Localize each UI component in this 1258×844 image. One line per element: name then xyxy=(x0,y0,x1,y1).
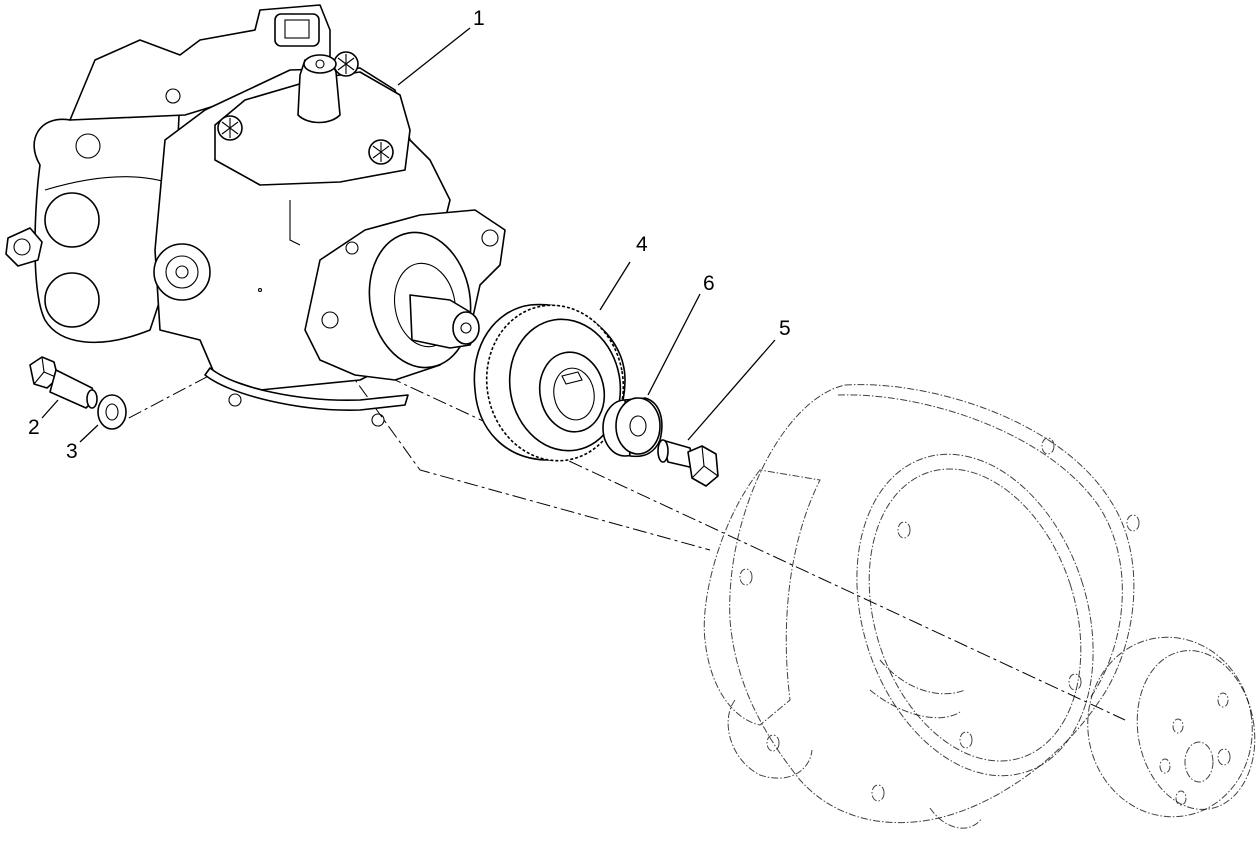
hex-bolt-icon xyxy=(29,356,98,409)
callout-5: 5 xyxy=(779,317,791,340)
leader-2 xyxy=(41,399,59,419)
hydraulic-pump-assembly-icon xyxy=(5,4,506,427)
hex-bolt-icon xyxy=(657,439,719,487)
mounting-housing-icon xyxy=(703,384,1140,829)
leader-3 xyxy=(79,424,99,443)
callout-3: 3 xyxy=(66,440,78,463)
spur-gear-icon xyxy=(473,303,626,462)
leader-lines xyxy=(41,27,776,443)
callout-1: 1 xyxy=(473,7,485,30)
leader-1 xyxy=(397,27,471,86)
callout-4: 4 xyxy=(636,233,648,256)
leader-6 xyxy=(647,293,701,396)
leader-4 xyxy=(599,261,631,311)
callout-6: 6 xyxy=(703,272,715,295)
spacer-icon xyxy=(602,397,663,458)
callout-labels: 1 2 3 4 6 5 xyxy=(28,7,791,463)
washer-icon xyxy=(97,394,127,430)
gear-cover-icon xyxy=(1087,636,1256,818)
callout-2: 2 xyxy=(28,416,40,439)
leader-5 xyxy=(687,339,776,441)
